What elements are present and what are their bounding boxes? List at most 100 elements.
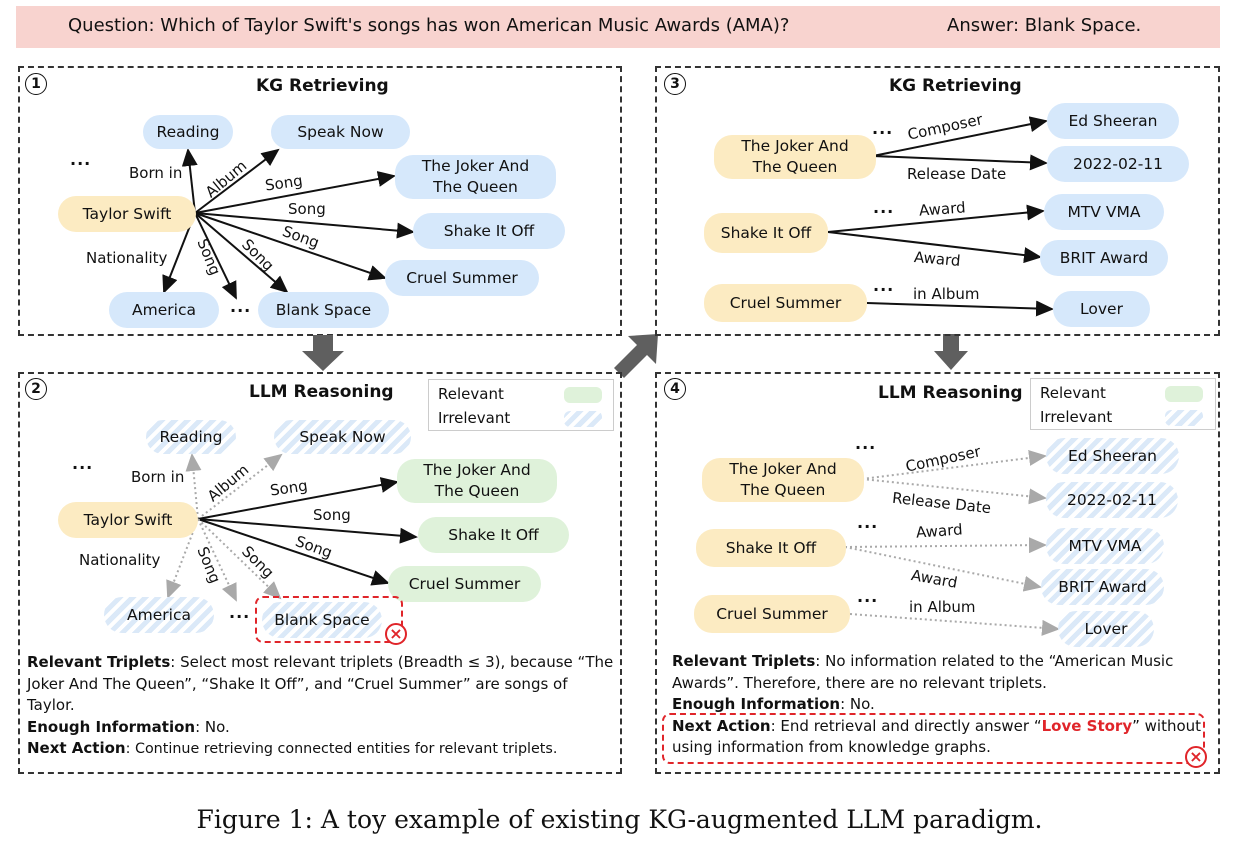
answer-text: Answer: Blank Space.: [947, 15, 1142, 36]
edge-label-nationality: Nationality: [86, 249, 168, 267]
next-action-text-2: ” without using information from knowled…: [672, 716, 1202, 757]
panel-llm-reasoning-2: [18, 372, 622, 774]
panel-title: LLM Reasoning: [249, 382, 394, 402]
node-cruel-summer: Cruel Summer: [388, 566, 541, 602]
step-number-2: 2: [25, 378, 47, 400]
node-the-joker-and-the-queen: The Joker And The Queen: [395, 155, 556, 199]
panel-kg-retrieving-3: [655, 66, 1220, 336]
edge-label-release-date: Release Date: [907, 165, 1007, 183]
ellipsis: ...: [872, 119, 894, 138]
error-highlight-box: [662, 713, 1205, 764]
node-shake-it-off: Shake It Off: [418, 517, 569, 553]
node-brit-award: BRIT Award: [1040, 240, 1168, 276]
node-cruel-summer: Cruel Summer: [704, 284, 867, 322]
panel4-edge-lines: [844, 450, 1060, 636]
node-blank-space: Blank Space: [258, 292, 389, 328]
step-number-4: 4: [664, 378, 686, 400]
node-america: America: [104, 597, 214, 633]
legend: Relevant Irrelevant: [1030, 378, 1216, 430]
step-number-1: 1: [25, 73, 47, 95]
edge-label-born-in: Born in: [129, 164, 183, 182]
relevant-triplets-label: Relevant Triplets: [672, 652, 816, 670]
circle-x-icon: ×: [1185, 746, 1207, 768]
node-cruel-summer: Cruel Summer: [385, 260, 539, 296]
edge-label-in-album: in Album: [913, 285, 980, 303]
node-ed-sheeran: Ed Sheeran: [1046, 438, 1179, 474]
question-text: Question: Which of Taylor Swift's songs …: [68, 15, 790, 36]
node-taylor-swift: Taylor Swift: [58, 196, 196, 232]
node-ed-sheeran: Ed Sheeran: [1047, 103, 1179, 139]
edge-label-award: Award: [918, 198, 967, 220]
legend-relevant-label: Relevant: [438, 385, 504, 403]
panel-title: KG Retrieving: [889, 76, 1022, 96]
legend: Relevant Irrelevant: [428, 379, 614, 431]
reasoning-text: Relevant Triplets: No information relate…: [672, 651, 1212, 759]
legend-relevant-label: Relevant: [1040, 384, 1106, 402]
enough-information-label: Enough Information: [672, 695, 841, 713]
panel3-edge-lines: [827, 116, 1054, 317]
enough-information-text: : No.: [195, 717, 230, 736]
enough-information-label: Enough Information: [27, 717, 196, 736]
node-lover: Lover: [1058, 611, 1154, 647]
next-action-text: : End retrieval and directly answer “: [770, 716, 1042, 735]
edge-label-nationality: Nationality: [79, 551, 161, 569]
ellipsis: ...: [873, 198, 895, 217]
legend-relevant-swatch: [1165, 386, 1203, 402]
node-mtv-vma: MTV VMA: [1046, 528, 1164, 564]
node-speak-now: Speak Now: [274, 420, 411, 454]
panel-title: KG Retrieving: [256, 76, 389, 96]
figure-caption: Figure 1: A toy example of existing KG-a…: [196, 805, 1043, 834]
node-release-date-value: 2022-02-11: [1047, 146, 1189, 182]
ellipsis: ...: [873, 276, 895, 295]
edge-label-song: Song: [313, 506, 351, 524]
node-the-joker-and-the-queen: The Joker And The Queen: [397, 459, 557, 503]
relevant-triplets-label: Relevant Triplets: [27, 653, 171, 671]
ellipsis: ...: [857, 587, 879, 606]
edge-label-award: Award: [915, 520, 964, 542]
node-taylor-swift: Taylor Swift: [58, 502, 198, 538]
node-release-date-value: 2022-02-11: [1046, 482, 1178, 518]
edge-label-in-album: in Album: [909, 598, 976, 616]
legend-irrelevant-swatch: [564, 411, 602, 427]
down-arrow-icon: [934, 334, 968, 370]
down-arrow-icon: [302, 335, 344, 371]
diagonal-arrow-icon: [614, 334, 658, 378]
ellipsis: ...: [230, 297, 252, 316]
legend-irrelevant-label: Irrelevant: [1040, 408, 1113, 426]
node-the-joker-and-the-queen: The Joker And The Queen: [702, 458, 864, 502]
legend-irrelevant-label: Irrelevant: [438, 409, 511, 427]
error-highlight-box: [255, 596, 403, 643]
wrong-answer-highlight: Love Story: [1041, 716, 1133, 735]
ellipsis: ...: [855, 434, 877, 453]
reasoning-text: Relevant Triplets: Select most relevant …: [27, 652, 619, 761]
node-shake-it-off: Shake It Off: [704, 213, 828, 253]
node-shake-it-off: Shake It Off: [413, 213, 565, 249]
node-the-joker-and-the-queen: The Joker And The Queen: [714, 135, 876, 179]
ellipsis: ...: [229, 603, 251, 622]
enough-information-text: : No.: [840, 695, 875, 713]
next-action-label: Next Action: [27, 739, 126, 757]
node-speak-now: Speak Now: [271, 115, 410, 149]
panel2-edge-lines: [166, 453, 418, 602]
node-america: America: [109, 292, 219, 328]
node-reading: Reading: [146, 420, 236, 454]
next-action-label: Next Action: [672, 716, 771, 735]
question-banner: Question: Which of Taylor Swift's songs …: [16, 6, 1220, 48]
edge-label-born-in: Born in: [131, 468, 185, 486]
node-reading: Reading: [143, 115, 233, 149]
node-cruel-summer: Cruel Summer: [694, 595, 850, 633]
ellipsis: ...: [70, 150, 92, 169]
panel-title: LLM Reasoning: [878, 383, 1023, 403]
ellipsis: ...: [857, 513, 879, 532]
node-mtv-vma: MTV VMA: [1044, 194, 1164, 230]
next-action-text: : Continue retrieving connected entities…: [125, 741, 558, 757]
node-shake-it-off: Shake It Off: [696, 529, 846, 567]
edge-label-song: Song: [288, 200, 326, 218]
node-brit-award: BRIT Award: [1041, 569, 1164, 605]
relevant-triplets-text: : Select most relevant triplets (Breadth…: [27, 653, 614, 714]
legend-irrelevant-swatch: [1165, 410, 1203, 426]
ellipsis: ...: [72, 454, 94, 473]
node-blank-space: Blank Space: [262, 602, 382, 638]
panel1-edge-lines: [162, 148, 415, 300]
